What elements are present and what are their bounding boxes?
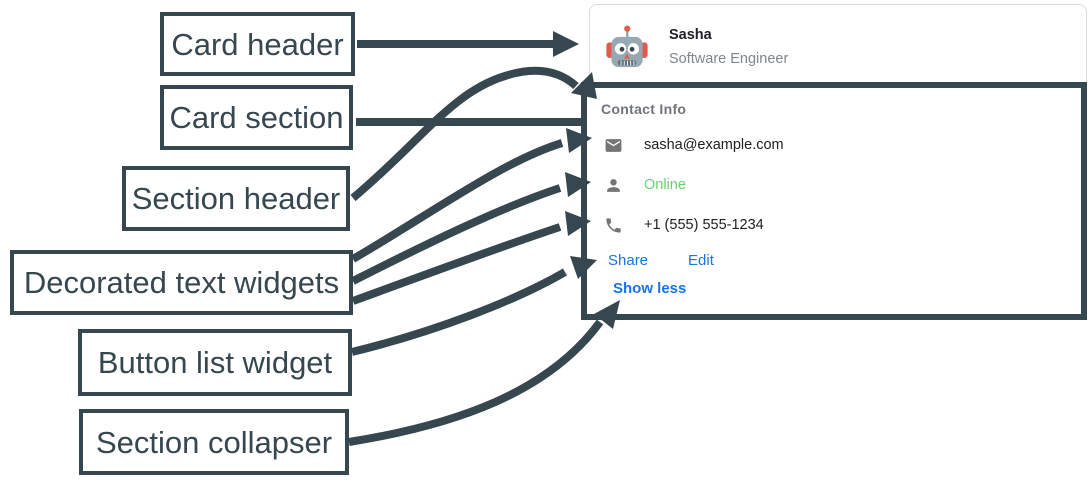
status-text: Online — [644, 177, 686, 194]
arrow-button-list — [351, 268, 568, 356]
label-section-collapser: Section collapser — [79, 409, 349, 475]
label-button-list-widget: Button list widget — [78, 329, 352, 396]
arrow-section-header — [350, 66, 579, 202]
label-text: Card header — [171, 26, 344, 62]
arrow-section-collapser — [348, 319, 604, 446]
label-decorated-text-widgets: Decorated text widgets — [10, 250, 353, 315]
section-header: Contact Info — [601, 101, 687, 117]
phone-icon — [606, 218, 621, 233]
arrow-decorated-3 — [351, 223, 562, 305]
user-role: Software Engineer — [669, 51, 789, 67]
label-card-section: Card section — [160, 85, 353, 150]
button-list: Share Edit — [608, 253, 714, 268]
decorated-text-status: Online — [604, 176, 686, 195]
decorated-text-phone: +1 (555) 555-1234 — [604, 216, 764, 235]
card-section: Contact Info sasha@example.com Online +1… — [581, 82, 1087, 320]
decorated-text-email: sasha@example.com — [604, 136, 784, 155]
share-button[interactable]: Share — [608, 252, 649, 269]
label-text: Card section — [169, 100, 344, 135]
user-name: Sasha — [669, 26, 712, 43]
label-text: Decorated text widgets — [23, 265, 340, 300]
arrow-decorated-1 — [350, 139, 564, 263]
edit-button[interactable]: Edit — [688, 252, 714, 269]
card-header-text: Sasha Software Engineer — [669, 26, 789, 67]
section-collapser-button[interactable]: Show less — [613, 280, 687, 297]
label-text: Section collapser — [95, 424, 333, 460]
label-section-header: Section header — [122, 166, 350, 231]
person-icon — [607, 179, 620, 192]
arrowhead-card-header — [553, 31, 579, 57]
arrow-decorated-2 — [351, 184, 562, 285]
label-text: Button list widget — [97, 345, 333, 380]
phone-text: +1 (555) 555-1234 — [644, 217, 764, 234]
email-text: sasha@example.com — [644, 137, 784, 154]
card-header: Sasha Software Engineer — [605, 24, 788, 70]
email-icon — [605, 139, 622, 152]
label-card-header: Card header — [160, 12, 355, 76]
label-text: Section header — [131, 181, 341, 216]
robot-avatar-icon — [606, 25, 648, 68]
